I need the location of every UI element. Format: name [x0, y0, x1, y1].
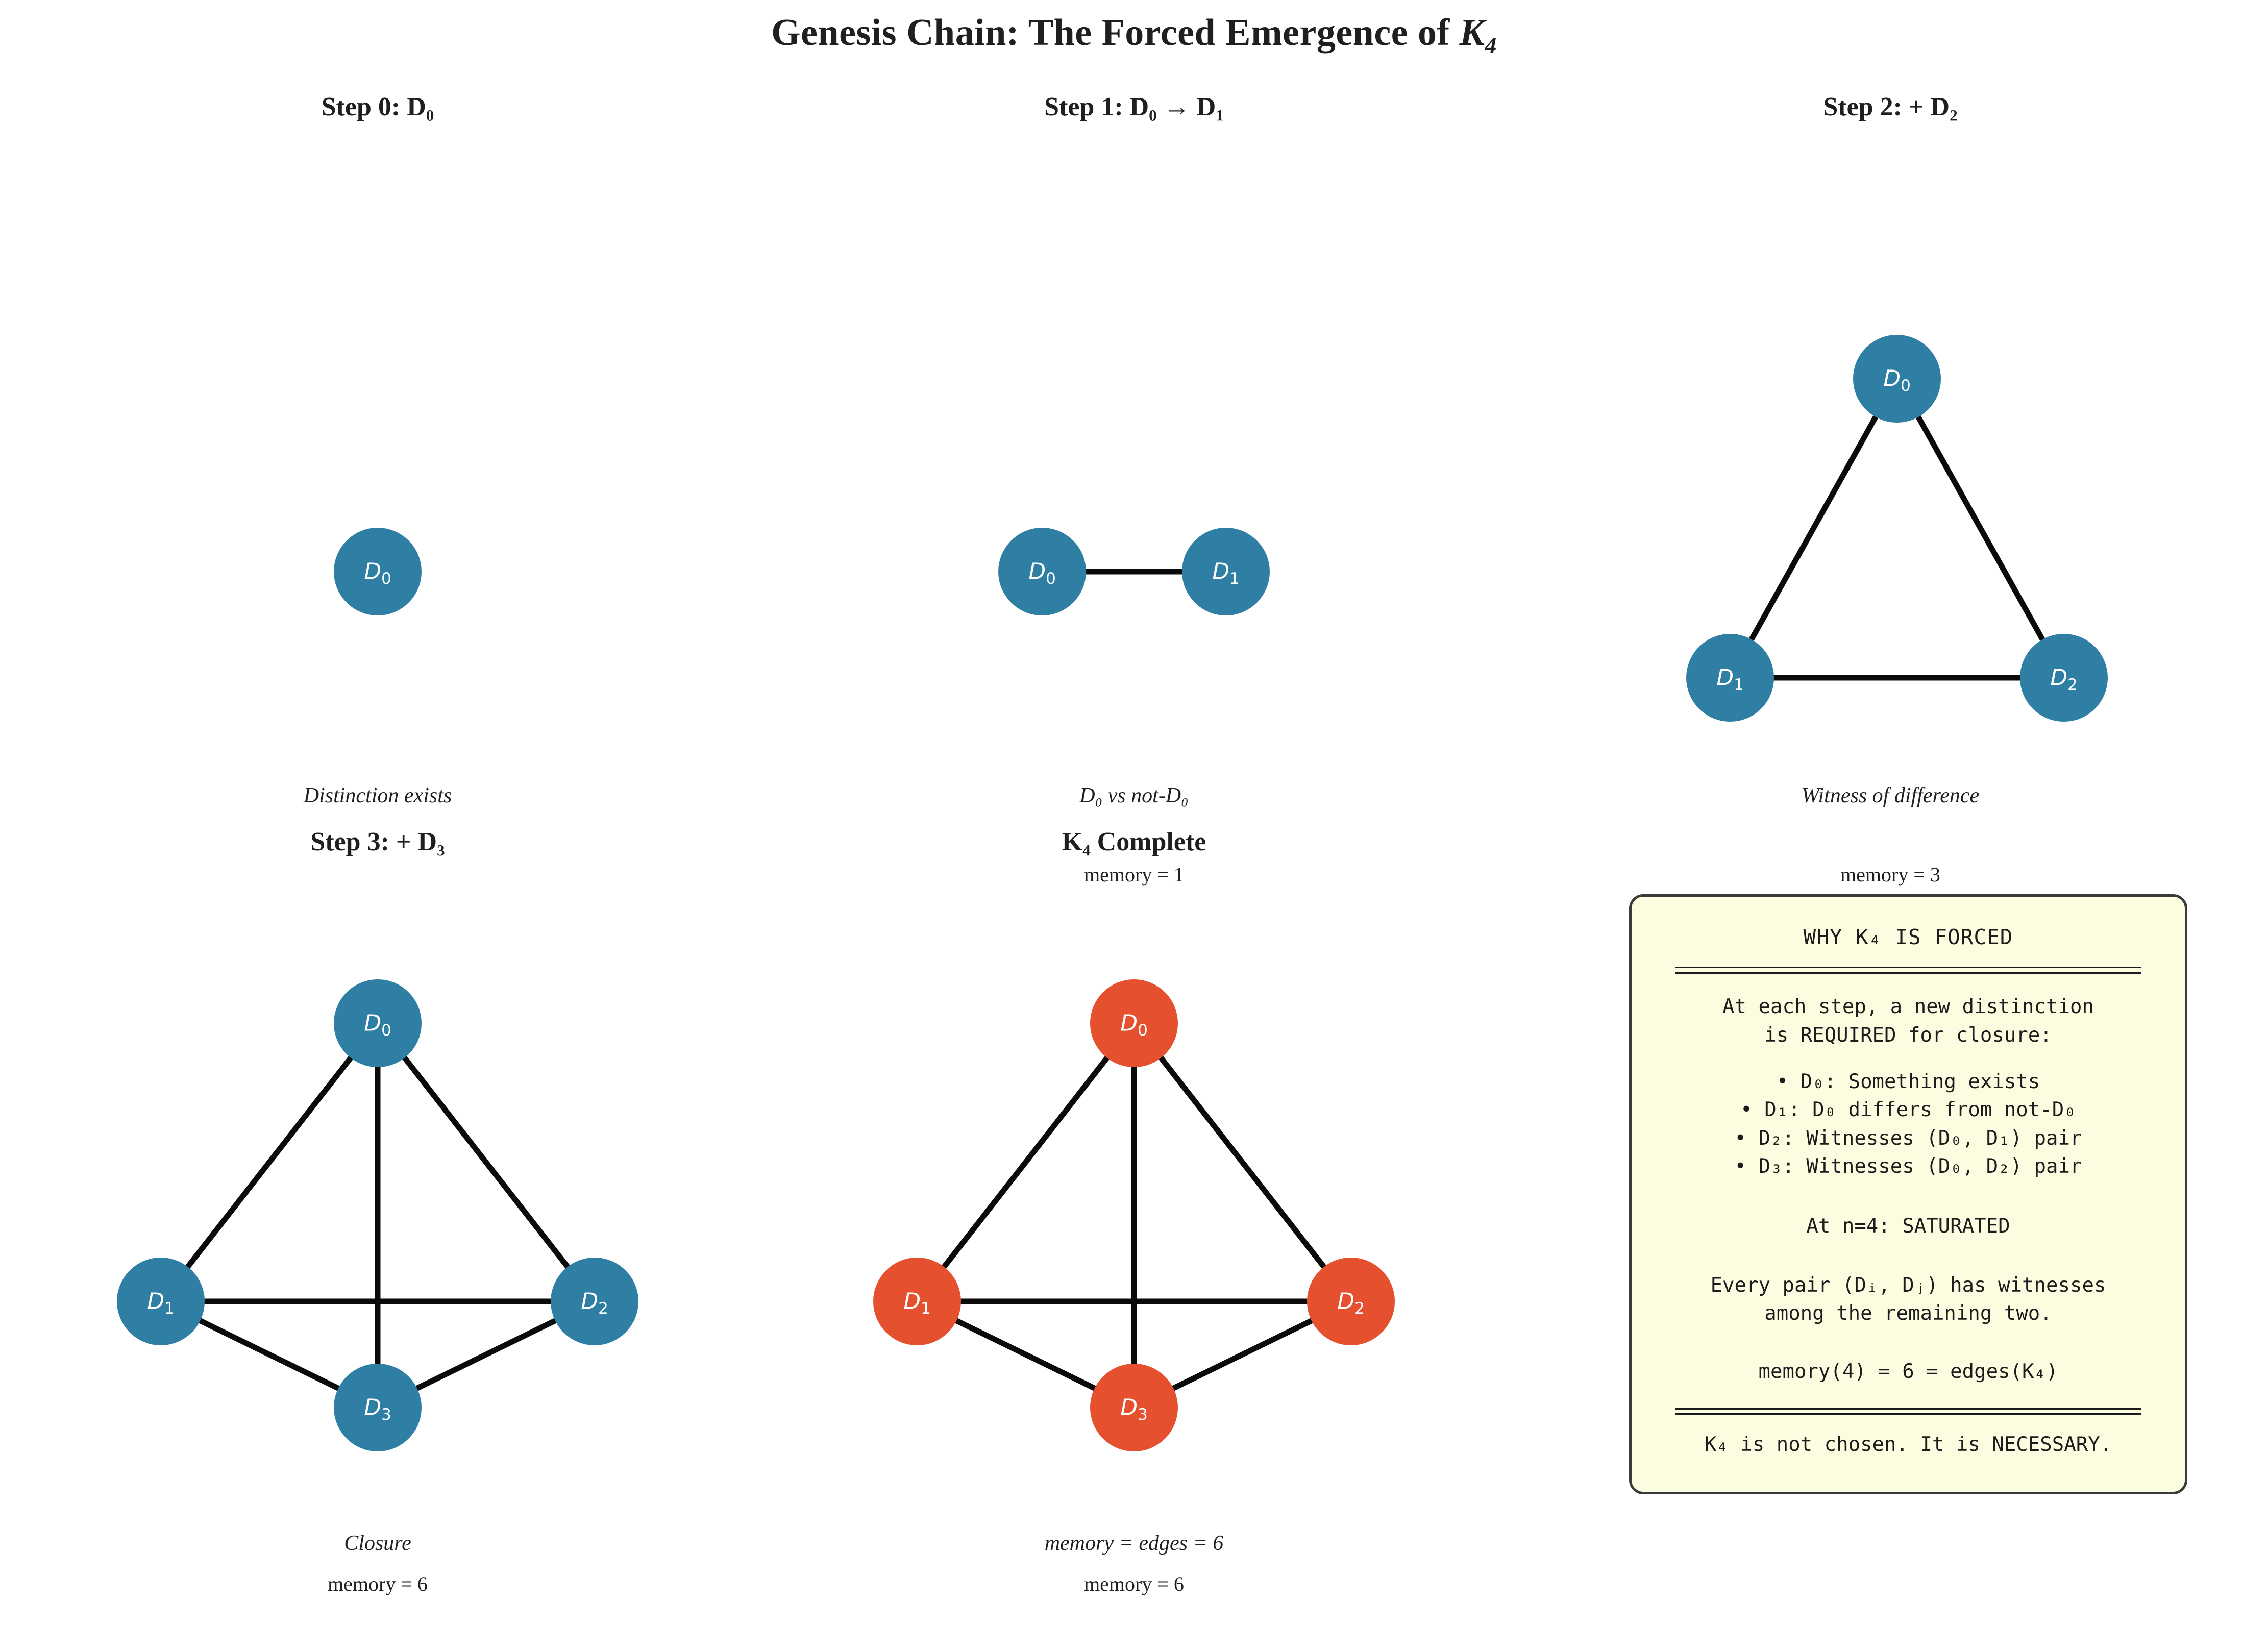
panel-step-0-caption: Distinction exists [303, 784, 452, 807]
node-D0[interactable] [334, 528, 422, 615]
panel-step-3-caption: Closure [344, 1532, 411, 1555]
edge-D0-D1 [158, 1020, 381, 1304]
panel-k4-complete-caption: memory = edges = 6 [1044, 1532, 1224, 1555]
panel-step-2-memory: memory = 3 [1840, 863, 1940, 886]
infobox-intro-line-1: At each step, a new distinction [1722, 995, 2094, 1019]
why-k4-forced-box: WHY K₄ IS FORCED At each step, a new dis… [1629, 894, 2187, 1494]
node-D0[interactable] [998, 528, 1086, 615]
panel-k4-complete: K₄ Complete D0 D1 D2 D3 memory = edges =… [756, 817, 1512, 1613]
list-item: • D₁: D₀ differs from not-D₀ [1740, 1098, 2076, 1122]
panel-step-3: Step 3: + D₃ D0 D1 D2 D3 Closure [0, 817, 755, 1613]
node-D0[interactable] [1853, 335, 1941, 423]
figure-title-symbol: K4 [1459, 12, 1497, 58]
figure-title: Genesis Chain: The Forced Emergence of K… [0, 11, 2268, 59]
panel-step-1-memory: memory = 1 [1084, 863, 1184, 886]
edge-D0-D2 [375, 1020, 598, 1304]
node-D1[interactable] [873, 1258, 961, 1345]
infobox-pair-line-2: among the remaining two. [1764, 1302, 2052, 1325]
node-D2[interactable] [551, 1258, 638, 1345]
infobox-bullet-list: • D₀: Something exists • D₁: D₀ differs … [1645, 1068, 2172, 1181]
panel-step-1-title: Step 1: D₀ → D₁ [1044, 92, 1224, 121]
list-item: • D₃: Witnesses (D₀, D₂) pair [1734, 1155, 2082, 1178]
edge-D0-D2 [1894, 376, 2067, 681]
list-item: • D₂: Witnesses (D₀, D₁) pair [1734, 1126, 2082, 1150]
node-D0[interactable] [1090, 979, 1178, 1067]
panel-k4-complete-memory: memory = 6 [1084, 1572, 1184, 1595]
panel-step-1-caption: D₀ vs not-D₀ [1079, 784, 1189, 807]
node-D1[interactable] [1182, 528, 1270, 615]
list-item: • D₀: Something exists [1776, 1070, 2040, 1093]
infobox-intro-line-2: is REQUIRED for closure: [1764, 1023, 2052, 1047]
infobox-divider-top [1675, 967, 2141, 975]
panel-step-2: Step 2: + D₂ D0 D1 D2 Witness of differe… [1513, 77, 2268, 842]
graph-k4-complete: D0 D1 D2 D3 [873, 979, 1395, 1451]
node-D1[interactable] [1686, 634, 1774, 722]
infobox-divider-bottom [1675, 1408, 2141, 1415]
panel-step-2-title: Step 2: + D₂ [1823, 92, 1958, 121]
node-D3[interactable] [334, 1364, 422, 1451]
node-D3[interactable] [1090, 1364, 1178, 1451]
panel-step-3-memory: memory = 6 [328, 1572, 428, 1595]
panel-step-2-caption: Witness of difference [1801, 784, 1980, 807]
infobox-pair-line-1: Every pair (Dᵢ, Dⱼ) has witnesses [1710, 1273, 2106, 1297]
panel-step-1: Step 1: D₀ → D₁ D0 D1 D₀ vs not-D₀ [756, 77, 1512, 842]
infobox-heading: WHY K₄ IS FORCED [1803, 925, 2013, 949]
infobox-saturated: At n=4: SATURATED [1806, 1215, 2010, 1238]
node-D2[interactable] [2020, 634, 2108, 722]
panel-step-0: Step 0: D₀ D0 Distinction exists [0, 77, 755, 842]
node-D0[interactable] [334, 979, 422, 1067]
figure-title-text: Genesis Chain: The Forced Emergence of [771, 12, 1460, 54]
graph-step-3: D0 D1 D2 D3 [117, 979, 638, 1451]
graph-step-2: D0 D1 D2 [1686, 335, 2108, 722]
edge-D0-D2 [1131, 1020, 1354, 1304]
graph-step-1: D0 D1 [998, 528, 1270, 615]
panel-step-3-title: Step 3: + D₃ [310, 827, 445, 856]
edge-D0-D1 [914, 1020, 1137, 1304]
edge-D0-D1 [1727, 376, 1900, 681]
infobox-conclusion: K₄ is not chosen. It is NECESSARY. [1704, 1433, 2112, 1456]
node-D0-label: D0 [1120, 1011, 1148, 1040]
panel-step-0-title: Step 0: D₀ [321, 92, 434, 121]
graph-step-0: D0 [334, 528, 422, 615]
panel-k4-complete-title: K₄ Complete [1062, 827, 1206, 856]
infobox-formula: memory(4) = 6 = edges(K₄) [1758, 1360, 2058, 1383]
node-D1[interactable] [117, 1258, 205, 1345]
node-D2[interactable] [1307, 1258, 1395, 1345]
